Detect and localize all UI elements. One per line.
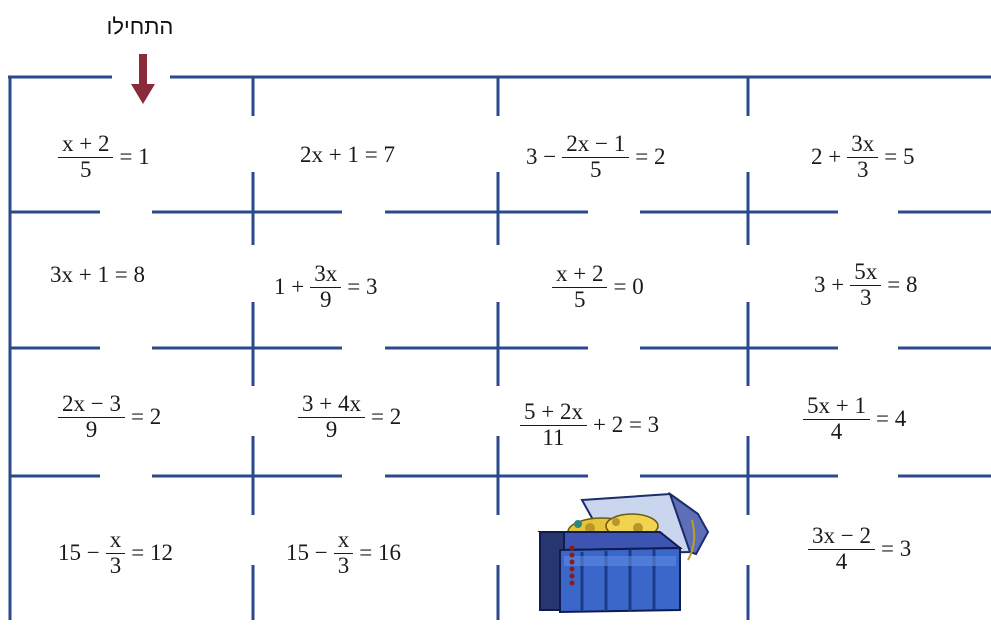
- start-label: התחילו: [106, 14, 174, 39]
- treasure-chest-icon: [537, 492, 710, 614]
- equation-r2c1: 3x + 1 = 8: [50, 262, 145, 287]
- start-arrow-icon: [131, 54, 155, 104]
- equation-r1c2: 2x + 1 = 7: [300, 142, 395, 167]
